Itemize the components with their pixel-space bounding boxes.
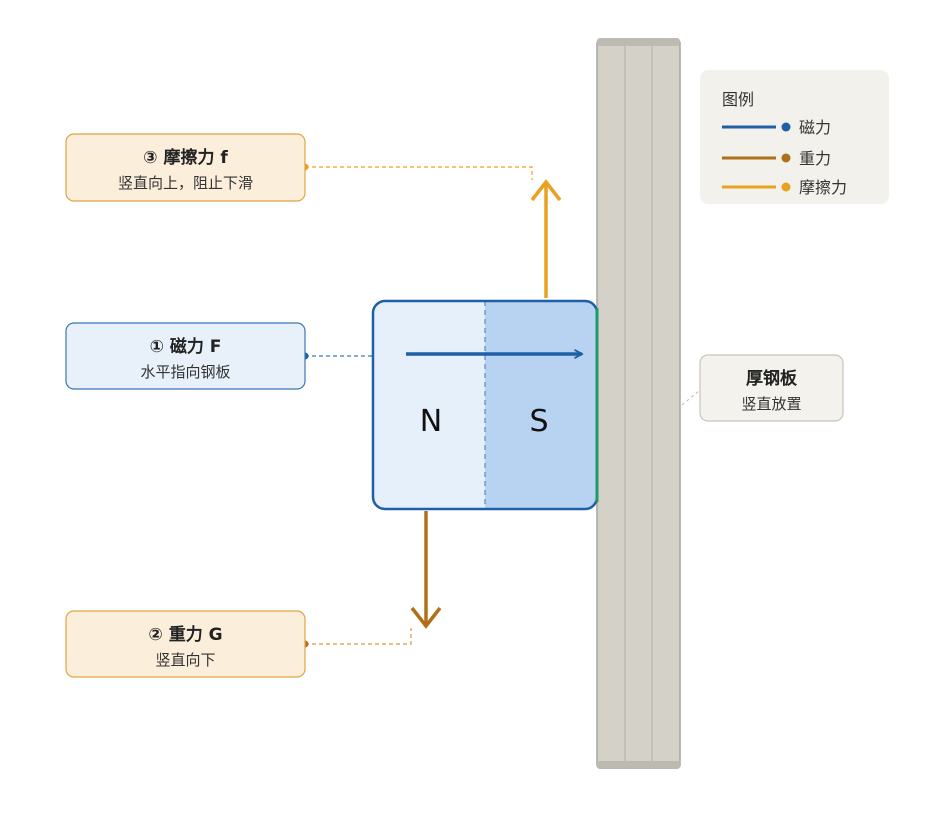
callout-plate-subtitle: 竖直放置 <box>741 395 801 413</box>
gravity-leader-line <box>305 628 412 645</box>
callout-magnetic-title: ① 磁力 F <box>150 336 222 357</box>
steel-plate-top-cap <box>597 38 680 46</box>
callout-friction: ③ 摩擦力 f 竖直向上，阻止下滑 <box>65 133 306 202</box>
steel-plate <box>596 38 681 769</box>
callout-friction-title: ③ 摩擦力 f <box>143 147 228 168</box>
legend-item-friction: 摩擦力 <box>722 178 847 197</box>
magnet-south-label: S <box>529 404 548 439</box>
friction-arrow <box>530 179 562 298</box>
legend-title: 图例 <box>722 90 754 109</box>
callout-magnetic-subtitle: 水平指向钢板 <box>140 363 230 381</box>
legend-item-label: 磁力 <box>799 118 831 137</box>
gravity-arrow <box>410 511 442 629</box>
friction-leader-line <box>305 166 533 180</box>
callout-gravity-subtitle: 竖直向下 <box>155 651 215 669</box>
callout-friction-subtitle: 竖直向上，阻止下滑 <box>118 174 253 192</box>
callout-plate-title: 厚钢板 <box>746 368 798 389</box>
magnet: N S <box>371 299 599 511</box>
steel-plate-bottom-cap <box>597 761 680 769</box>
legend-item-gravity: 重力 <box>722 149 831 168</box>
legend-box <box>700 70 889 204</box>
magnet-south-half <box>485 301 597 509</box>
steel-plate-body <box>596 39 681 769</box>
callout-magnetic: ① 磁力 F 水平指向钢板 <box>65 322 306 390</box>
callout-gravity: ② 重力 G 竖直向下 <box>65 610 306 678</box>
legend-item-magnetic: 磁力 <box>722 118 831 137</box>
magnet-north-half <box>373 301 485 509</box>
legend-item-label: 重力 <box>799 149 831 168</box>
magnet-north-label: N <box>420 404 442 439</box>
legend: 图例 磁力 重力 摩擦力 <box>700 70 889 204</box>
callout-plate: 厚钢板 竖直放置 <box>699 354 844 422</box>
plate-leader-line <box>681 389 701 406</box>
callout-gravity-title: ② 重力 G <box>148 624 222 645</box>
legend-item-label: 摩擦力 <box>799 178 847 197</box>
